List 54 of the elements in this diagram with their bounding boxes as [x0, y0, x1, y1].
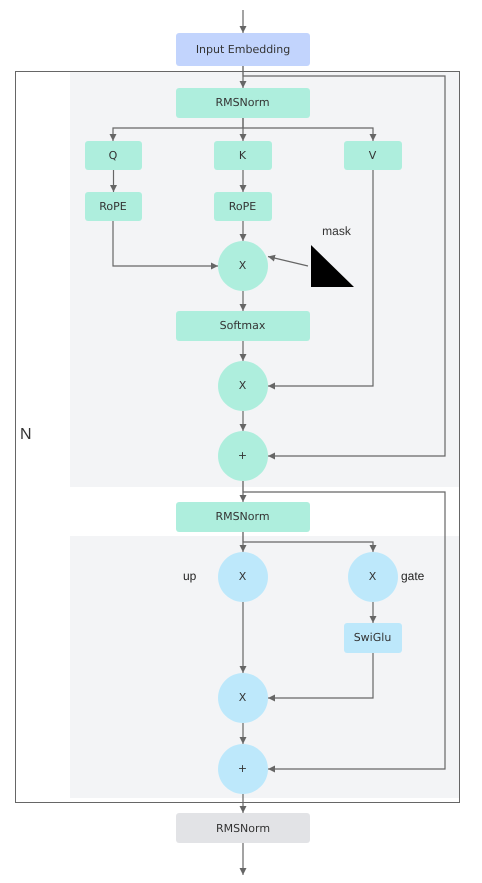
node-label: X: [238, 569, 246, 584]
arrow: [240, 10, 246, 33]
node-label: V: [368, 148, 376, 162]
process-box: [84, 192, 142, 220]
process-box: [176, 813, 310, 843]
arrow: [242, 118, 376, 141]
node-label: X: [238, 258, 246, 273]
arrow: [110, 170, 117, 192]
repeat-count-label: N: [20, 427, 32, 442]
side-label: up: [183, 569, 196, 583]
arrow: [370, 602, 376, 623]
arrow: [242, 481, 446, 772]
arrow: [268, 254, 308, 267]
arrow: [112, 221, 218, 270]
process-box: [214, 192, 272, 220]
node-label: RoPE: [99, 198, 127, 214]
node-label: Q: [108, 148, 118, 162]
node-label: SwiGlu: [354, 630, 392, 645]
node-label: K: [238, 148, 246, 162]
process-box: [176, 88, 310, 118]
node-label: X: [238, 690, 246, 705]
node-label: RMSNorm: [215, 509, 270, 524]
process-box: [344, 140, 402, 170]
repeat-block-frame: [15, 71, 460, 803]
node-label: RMSNorm: [215, 95, 270, 110]
node-label: Softmax: [220, 318, 266, 333]
arrow: [240, 341, 246, 361]
node-label: Input Embedding: [196, 42, 290, 57]
process-box: [84, 140, 142, 170]
arrow: [268, 170, 374, 390]
arrow: [240, 221, 246, 241]
node-label: +: [238, 448, 248, 463]
arrow: [240, 170, 246, 192]
node-label: RMSNorm: [216, 820, 270, 836]
node-label: X: [238, 378, 246, 393]
process-box: [344, 622, 402, 652]
process-box: [214, 140, 272, 170]
side-label: gate: [401, 569, 424, 583]
process-box: [176, 502, 310, 532]
process-box: [176, 33, 310, 66]
node-label: RoPE: [228, 198, 256, 214]
arrow: [240, 291, 246, 311]
arrow: [242, 532, 376, 552]
node-label: +: [238, 761, 248, 776]
arrow: [268, 653, 374, 702]
arrow: [240, 602, 246, 673]
mask-label: mask: [322, 224, 351, 238]
arrow: [240, 843, 246, 875]
arrow: [240, 794, 246, 813]
arrow: [240, 723, 246, 744]
node-label: X: [368, 569, 376, 584]
arrow: [240, 411, 246, 431]
process-box: [176, 310, 310, 340]
arrow: [242, 66, 446, 460]
